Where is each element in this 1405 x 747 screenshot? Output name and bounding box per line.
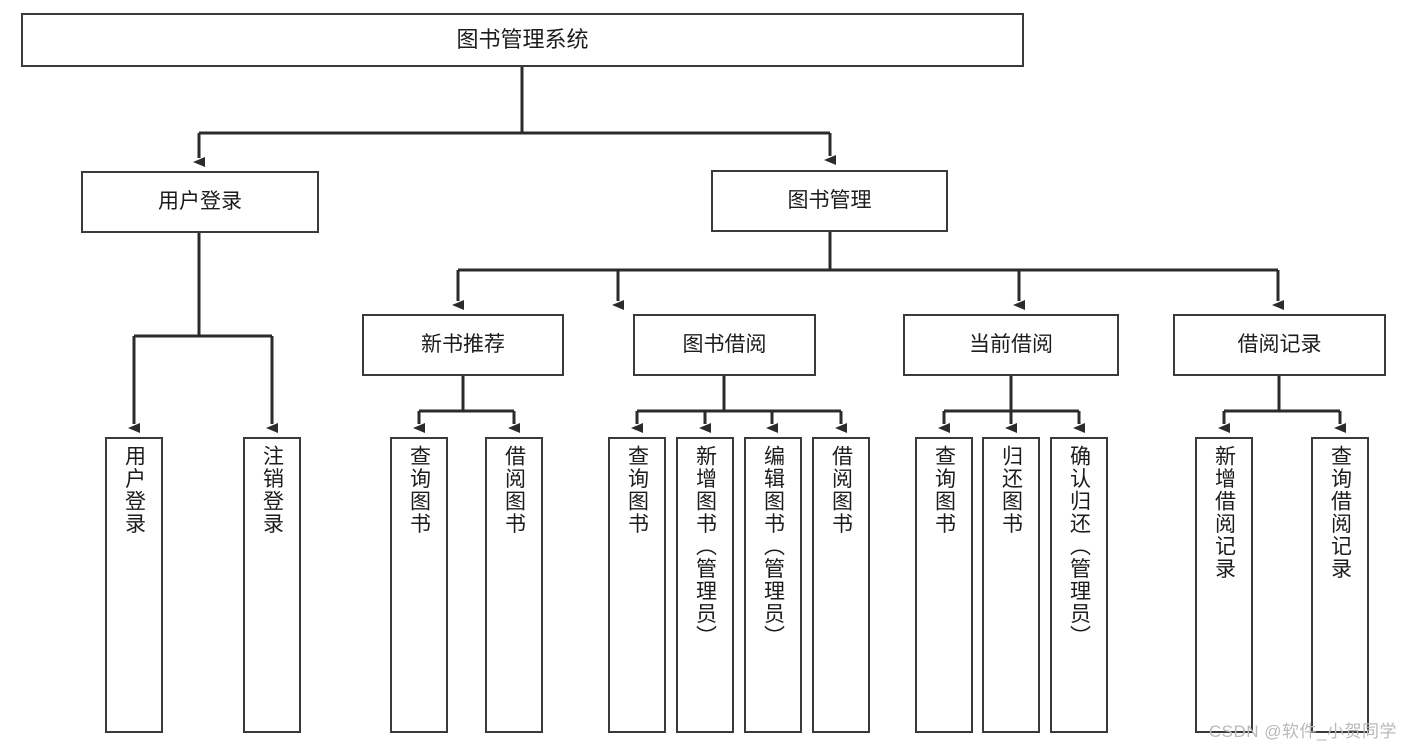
node-leaf-cur-query-book[interactable]: 查询图书	[915, 437, 973, 733]
node-new-book-recommend[interactable]: 新书推荐	[362, 314, 564, 376]
node-book-management-label: 图书管理	[787, 189, 872, 213]
node-leaf-log-add-record[interactable]: 新增借阅记录	[1195, 437, 1253, 733]
node-leaf-cur-confirm-return[interactable]: 确认归还（管理员）	[1050, 437, 1108, 733]
node-leaf-log-query-record[interactable]: 查询借阅记录	[1311, 437, 1369, 733]
node-leaf-borrow-borrow-book-label: 借阅图书	[829, 445, 853, 535]
node-leaf-borrow-edit-book[interactable]: 编辑图书（管理员）	[744, 437, 802, 733]
node-leaf-user-logout[interactable]: 注销登录	[243, 437, 301, 733]
node-leaf-borrow-borrow-book[interactable]: 借阅图书	[812, 437, 870, 733]
node-leaf-borrow-edit-book-label: 编辑图书（管理员）	[761, 445, 785, 648]
node-borrow-record[interactable]: 借阅记录	[1173, 314, 1386, 376]
node-leaf-user-logout-label: 注销登录	[260, 445, 284, 535]
node-root-system[interactable]: 图书管理系统	[21, 13, 1024, 67]
node-current-borrow[interactable]: 当前借阅	[903, 314, 1119, 376]
node-new-book-recommend-label: 新书推荐	[421, 333, 505, 357]
node-leaf-borrow-query-book-label: 查询图书	[625, 445, 649, 535]
node-root-system-label: 图书管理系统	[456, 27, 589, 53]
node-user-login-label: 用户登录	[158, 190, 242, 214]
node-leaf-cur-confirm-return-label: 确认归还（管理员）	[1067, 445, 1091, 648]
node-leaf-cur-query-book-label: 查询图书	[932, 445, 956, 535]
node-leaf-log-add-record-label: 新增借阅记录	[1212, 445, 1236, 580]
node-book-borrow[interactable]: 图书借阅	[633, 314, 816, 376]
node-borrow-record-label: 借阅记录	[1237, 333, 1322, 357]
node-leaf-rec-query-book-label: 查询图书	[407, 445, 431, 535]
node-leaf-cur-return-book-label: 归还图书	[999, 445, 1023, 535]
node-leaf-user-login-label: 用户登录	[122, 445, 146, 535]
node-leaf-rec-borrow-book-label: 借阅图书	[502, 445, 526, 535]
node-user-login[interactable]: 用户登录	[81, 171, 319, 233]
node-leaf-log-query-record-label: 查询借阅记录	[1328, 445, 1352, 580]
node-leaf-user-login[interactable]: 用户登录	[105, 437, 163, 733]
node-leaf-rec-borrow-book[interactable]: 借阅图书	[485, 437, 543, 733]
node-current-borrow-label: 当前借阅	[969, 333, 1053, 357]
node-leaf-rec-query-book[interactable]: 查询图书	[390, 437, 448, 733]
node-leaf-borrow-add-book[interactable]: 新增图书（管理员）	[676, 437, 734, 733]
node-leaf-borrow-query-book[interactable]: 查询图书	[608, 437, 666, 733]
node-leaf-borrow-add-book-label: 新增图书（管理员）	[693, 445, 717, 648]
csdn-watermark: CSDN @软件_小贺同学	[1208, 722, 1397, 741]
node-book-management[interactable]: 图书管理	[711, 170, 948, 232]
node-leaf-cur-return-book[interactable]: 归还图书	[982, 437, 1040, 733]
node-book-borrow-label: 图书借阅	[682, 333, 767, 357]
